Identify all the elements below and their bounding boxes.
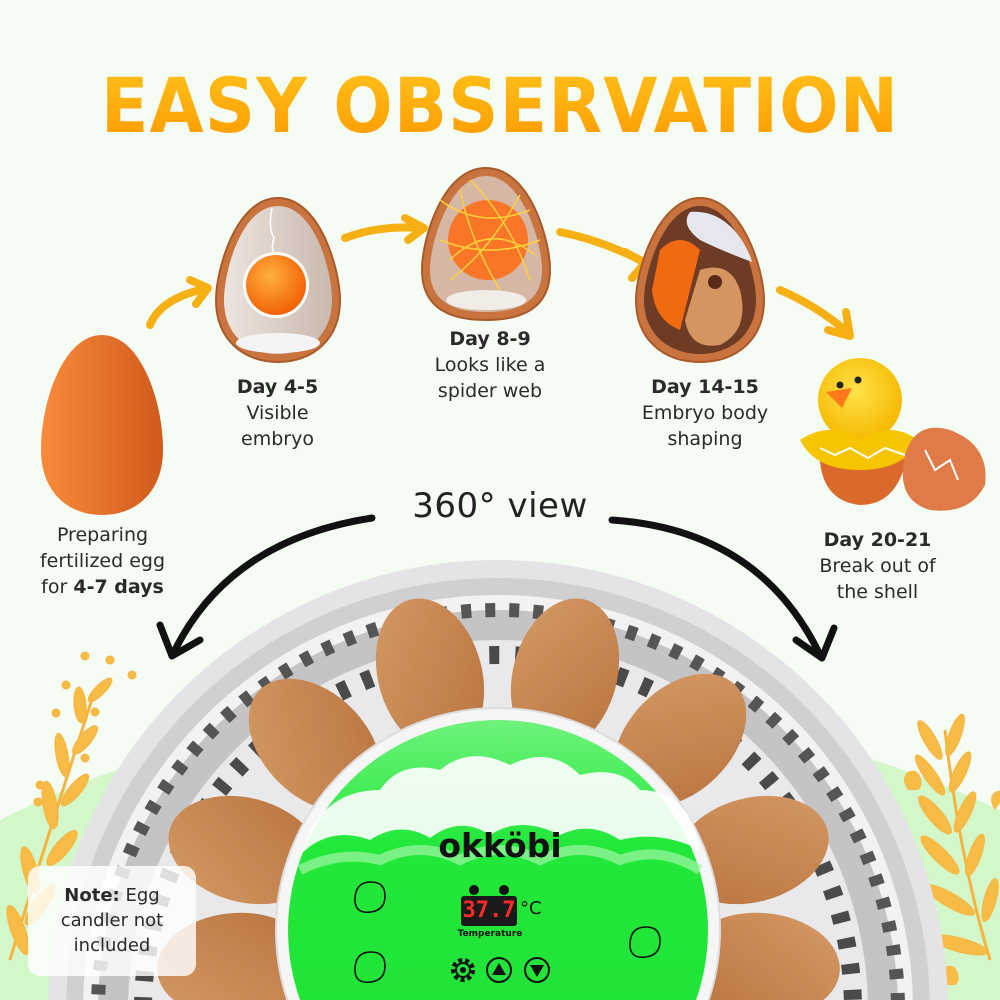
stage-0-label: Preparing fertilized egg for 4-7 days — [39, 524, 166, 598]
rotate-left-arrow-icon — [171, 514, 376, 654]
arrow-icon — [776, 286, 849, 334]
arrow-icon — [146, 286, 204, 329]
temperature-display: 37.7 — [461, 896, 517, 926]
gear-icon — [451, 958, 475, 982]
stage-4-desc: Break out of the shell — [819, 555, 936, 603]
temperature-unit: °C — [520, 898, 542, 919]
stage-3-day: Day 14-15 — [651, 376, 759, 398]
whole-egg-icon — [41, 335, 163, 515]
up-button[interactable] — [484, 955, 514, 985]
page-title: EASY OBSERVATION — [0, 63, 1000, 149]
down-button[interactable] — [522, 955, 552, 985]
stage-1-label: Day 4-5 Visible embryo — [195, 374, 360, 452]
stage-2-desc: Looks like a spider web — [434, 354, 546, 402]
chick-hatching-icon — [800, 358, 986, 511]
note-label: Note: — [64, 885, 120, 906]
chick-outline-icons — [354, 881, 661, 984]
wheat-right-icon — [914, 713, 999, 961]
stage-1-day: Day 4-5 — [236, 376, 319, 398]
note-text: Egg candler not included — [60, 885, 164, 956]
note-box: Note: Egg candler not included — [28, 866, 196, 976]
arrow-up-icon — [486, 957, 512, 983]
rotate-right-arrow-icon — [608, 516, 824, 659]
brand-logo: okköbi — [438, 826, 562, 865]
egg-embryo-body-icon — [634, 196, 766, 364]
stage-3-desc: Embryo body shaping — [641, 402, 769, 450]
settings-button[interactable] — [448, 955, 478, 985]
stage-2-day: Day 8-9 — [449, 328, 531, 350]
stage-2-label: Day 8-9 Looks like a spider web — [400, 326, 580, 404]
temperature-label: Temperature — [457, 929, 523, 939]
arrow-icon — [341, 223, 424, 242]
stage-4-day: Day 20-21 — [823, 529, 932, 551]
stage-1-desc: Visible embryo — [241, 402, 314, 450]
360-view-label: 360° view — [412, 486, 588, 526]
stage-3-label: Day 14-15 Embryo body shaping — [620, 374, 790, 452]
egg-embryo-yolk-icon — [214, 196, 342, 364]
stage-4-label: Day 20-21 Break out of the shell — [790, 527, 965, 605]
egg-blood-vessels-icon — [420, 166, 552, 322]
arrow-down-icon — [524, 957, 550, 983]
